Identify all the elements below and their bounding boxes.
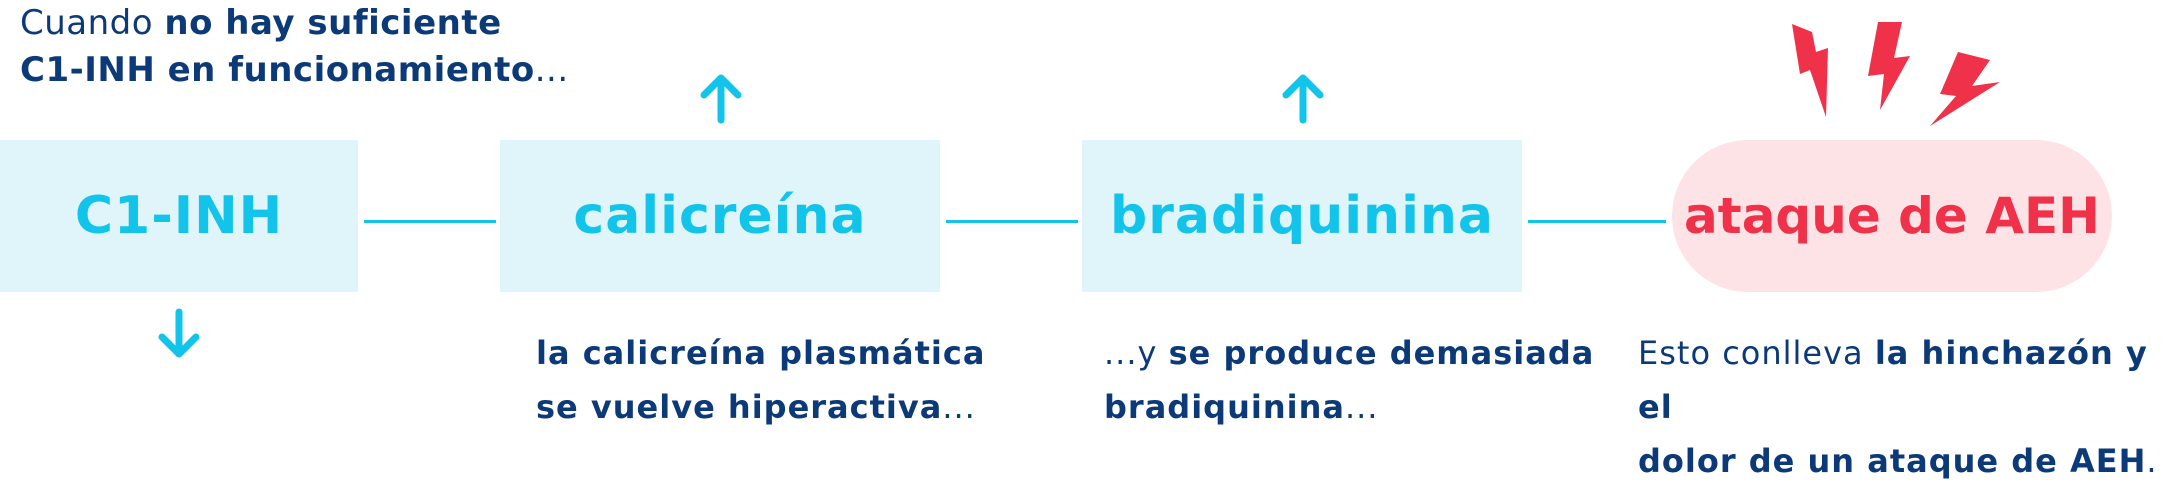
caption-attack-bold-2: dolor de un ataque de AEH: [1638, 442, 2147, 480]
node-kallikrein: calicreína: [500, 140, 940, 292]
node-bradykinin: bradiquinina: [1082, 140, 1522, 292]
caption-bradykinin-bold-2: bradiquinina: [1104, 388, 1345, 426]
caption-kallikrein-bold-2: se vuelve hiperactiva: [536, 388, 943, 426]
lightning-icon: [1792, 22, 2000, 126]
caption-kallikrein-bold-1: la calicreína plasmática: [536, 334, 986, 372]
node-kallikrein-label: calicreína: [573, 186, 867, 246]
caption-attack-suffix: .: [2146, 442, 2158, 480]
caption-attack-bold-1: la hinchazón y el: [1638, 334, 2148, 426]
arrow-up-icon: [700, 74, 742, 124]
caption-attack-prefix: Esto conlleva: [1638, 334, 1875, 372]
connector-1: [364, 220, 496, 223]
intro-bold-1: no hay suficiente: [164, 3, 502, 43]
node-c1-inh: C1-INH: [0, 140, 358, 292]
arrow-down-icon: [158, 308, 200, 358]
caption-bradykinin-prefix: ...y: [1104, 334, 1169, 372]
caption-bradykinin: ...y se produce demasiada bradiquinina..…: [1104, 326, 1704, 434]
caption-bradykinin-suffix: ...: [1344, 388, 1379, 426]
caption-bradykinin-bold-1: se produce demasiada: [1168, 334, 1595, 372]
arrow-up-icon: [1282, 74, 1324, 124]
node-c1-inh-label: C1-INH: [74, 186, 284, 246]
caption-attack: Esto conlleva la hinchazón y el dolor de…: [1638, 326, 2158, 488]
caption-kallikrein: la calicreína plasmática se vuelve hiper…: [536, 326, 1136, 434]
node-hae-attack: ataque de AEH: [1672, 140, 2112, 292]
intro-text: Cuando no hay suficiente C1-INH en funci…: [20, 0, 660, 94]
node-hae-attack-label: ataque de AEH: [1684, 187, 2100, 245]
intro-prefix: Cuando: [20, 3, 165, 43]
connector-3: [1528, 220, 1666, 223]
intro-suffix: ...: [534, 50, 569, 90]
connector-2: [946, 220, 1078, 223]
node-bradykinin-label: bradiquinina: [1109, 186, 1495, 246]
intro-bold-2: C1-INH en funcionamiento: [20, 50, 535, 90]
caption-kallikrein-suffix: ...: [942, 388, 976, 426]
